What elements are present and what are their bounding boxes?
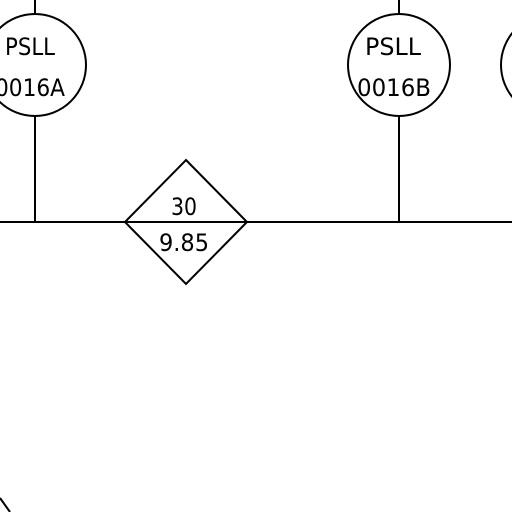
- instrument-circle-partial-right[interactable]: [500, 14, 512, 116]
- instrument-circle-b: [347, 13, 451, 117]
- instrument-tag-a-line2: 0016A: [0, 74, 65, 102]
- instrument-bubble-psll-0016b[interactable]: PSLL 0016B: [347, 13, 451, 117]
- diamond-bottom-value: 9.85: [159, 229, 209, 257]
- instrument-bubble-psll-0016a[interactable]: PSLL 0016A: [0, 13, 87, 117]
- diamond-symbol[interactable]: 30 9.85: [123, 158, 249, 286]
- instrument-tag-b-line1: PSLL: [365, 33, 421, 61]
- diamond-top-value: 30: [171, 193, 197, 221]
- instrument-tag-b-line2: 0016B: [357, 74, 431, 102]
- instrument-tag-a-line1: PSLL: [5, 33, 55, 61]
- instrument-circle-a: [0, 13, 87, 117]
- line-fragment-bottom-left: [0, 497, 11, 512]
